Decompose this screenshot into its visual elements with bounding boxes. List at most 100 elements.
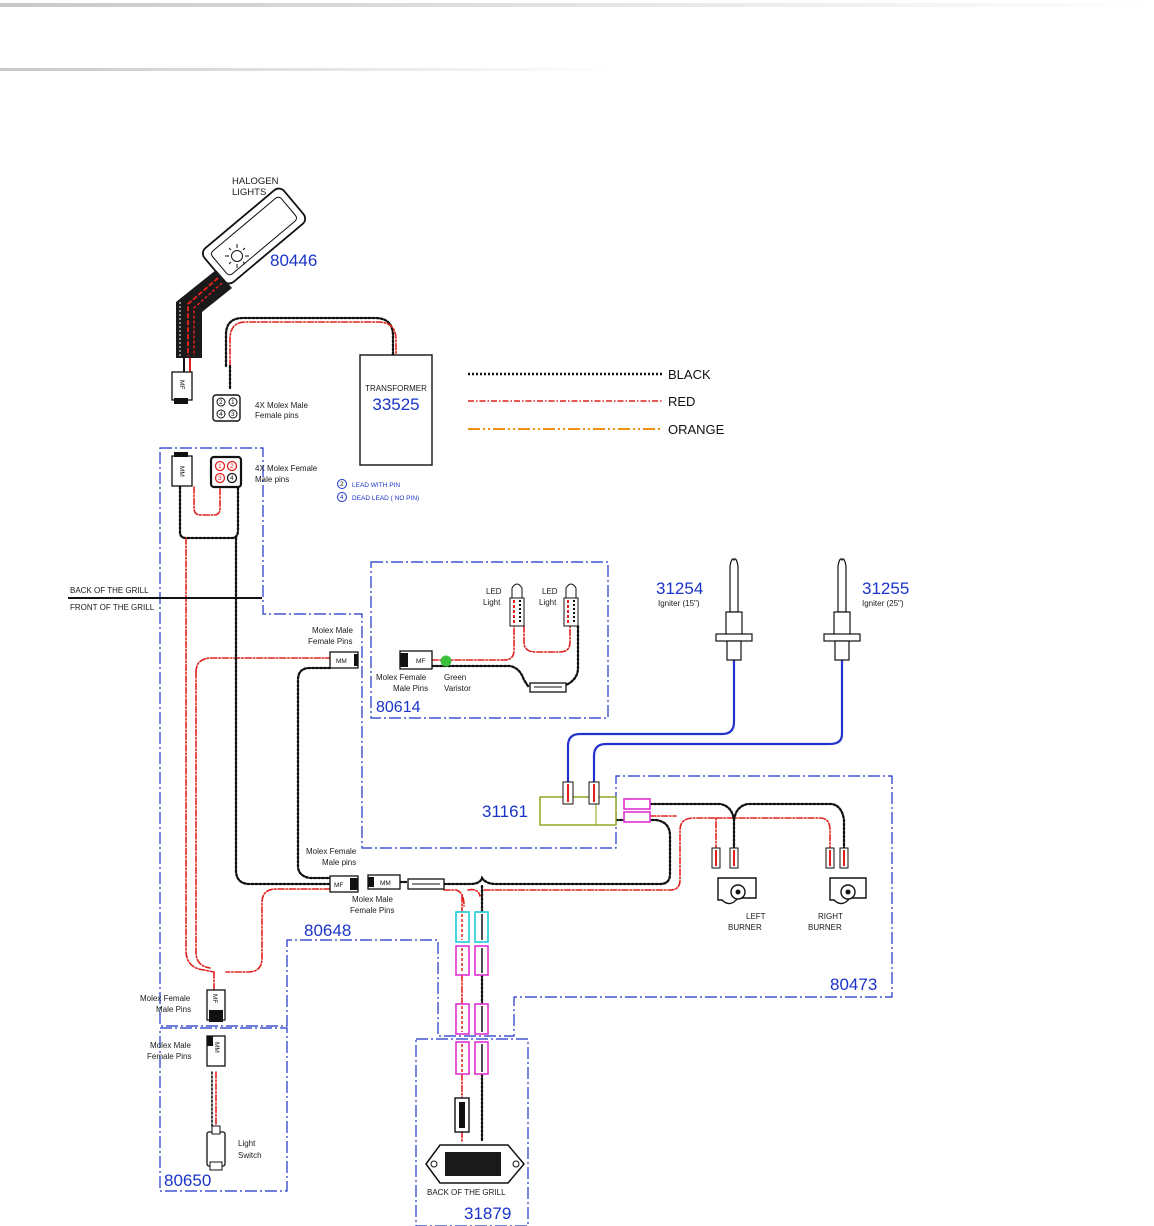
pin-note-2-text: LEAD WITH PIN — [352, 482, 400, 489]
right-burner-knob-center — [845, 889, 851, 895]
top-pin-4: 4 — [230, 475, 234, 482]
molex-pin — [228, 409, 238, 419]
top-molex-4x — [209, 455, 243, 489]
wire-trunk-red-1 — [185, 537, 215, 973]
wire-led-red — [431, 625, 571, 661]
module-part-number: 31161 — [482, 802, 528, 821]
switch-part-number: 80650 — [164, 1171, 211, 1190]
mm-connector-upper-label: MM — [336, 658, 347, 665]
legend-orange-label: ORANGE — [668, 422, 725, 437]
boundary-31879 — [415, 1038, 529, 1226]
burners: LEFT BURNER RIGHT BURNER — [711, 847, 867, 932]
led-module: LED Light LED Light MF Molex Female Male… — [376, 583, 579, 716]
molex-male-female-b-1: Molex Male — [352, 895, 393, 904]
led-part-number: 80614 — [376, 699, 421, 716]
mm-connector-lower-label: MM — [380, 880, 391, 887]
right-burner-label-1: RIGHT — [818, 912, 843, 921]
mf-connector-lower-label: MF — [334, 882, 343, 889]
halogen-lens — [211, 196, 297, 276]
molex-pin — [226, 472, 238, 484]
halogen-mf-label: MF — [178, 380, 185, 389]
halogen-lights: HALOGEN LIGHTS 80446 MF 2 1 4 — [171, 176, 317, 422]
module-section — [595, 796, 617, 826]
header-rule-bottom — [0, 68, 620, 71]
led-mf-tab — [400, 653, 408, 667]
switch-label-2: Switch — [238, 1151, 262, 1160]
left-burner-label-2: BURNER — [728, 923, 762, 932]
igniter-left-base — [726, 640, 742, 661]
switch-mf-label: MF — [211, 994, 218, 1003]
sun-icon — [225, 244, 249, 268]
back-module: BACK OF THE GRILL 31879 — [425, 1097, 525, 1223]
wire-burner-black — [648, 802, 846, 850]
varistor-label-2: Varistor — [444, 684, 471, 693]
left-burner-knob-center — [735, 889, 741, 895]
halogen-mf-tab — [174, 398, 188, 404]
legend-black-label: BLACK — [668, 367, 711, 382]
module-box — [539, 796, 617, 826]
back-module-hole-right — [512, 1160, 520, 1168]
switch-neck — [211, 1125, 221, 1135]
switch-molex-mf-1: Molex Male — [150, 1041, 191, 1050]
molex-female-male-2: Male pins — [322, 858, 356, 867]
back-module-body — [445, 1152, 501, 1176]
led1-label-2: Light — [483, 598, 501, 607]
back-module-fuse-inner — [459, 1102, 465, 1128]
wire-mm-loop-black — [296, 666, 332, 880]
led2-socket — [563, 597, 579, 627]
green-varistor — [440, 655, 452, 667]
mf-connector-lower-tab — [350, 878, 358, 890]
terminals — [455, 911, 489, 1075]
wire-igniter-right — [592, 658, 844, 784]
top-pin-1: 1 — [218, 463, 222, 470]
module-pink-terminal-2 — [623, 811, 651, 823]
varistor-label-1: Green — [444, 673, 466, 682]
switch-body — [206, 1131, 226, 1167]
harness-burner-part-number: 80473 — [830, 975, 877, 994]
molex-pin — [214, 460, 226, 472]
halogen-cable-red2 — [193, 282, 223, 356]
boundary-80648 — [159, 447, 893, 1037]
inline-connectors: MM Molex Male Female Pins MF MM Molex Fe… — [306, 626, 445, 915]
switch-button — [209, 1161, 223, 1171]
igniter-right-electrode — [837, 558, 847, 613]
boundary-80650 — [159, 1027, 288, 1192]
pin-notes: 2 LEAD WITH PIN 4 DEAD LEAD ( NO PIN) — [337, 479, 419, 502]
wire-burner-red-right — [715, 817, 831, 849]
boundary-80614 — [370, 561, 609, 719]
ignition-module: 31161 — [482, 781, 651, 826]
wire-top-loop-black — [178, 485, 240, 540]
pin-note-4-num: 4 — [340, 494, 344, 501]
molex-pin — [226, 460, 238, 472]
molex-male-female-1: Molex Male — [312, 626, 353, 635]
igniter-right-part: 31255 — [862, 579, 909, 598]
switch-molex-fm-1: Molex Female — [140, 994, 191, 1003]
wire-trunk-red-2 — [195, 671, 211, 969]
top-harness-connectors: MM 1 2 3 4 4X Molex Female Male pins — [171, 452, 318, 489]
molex-pin — [216, 409, 226, 419]
halogen-title-1: HALOGEN — [232, 176, 279, 187]
front-of-grill-label: FRONT OF THE GRILL — [70, 603, 155, 612]
legend-red-label: RED — [668, 394, 695, 409]
halogen-cable-sheath — [176, 270, 232, 358]
back-module-hole-left — [430, 1160, 438, 1168]
switch-label-1: Light — [238, 1139, 256, 1148]
top-molex-note-1: 4X Molex Female — [255, 464, 318, 473]
halogen-pin-4: 4 — [219, 411, 223, 418]
back-module-part-number: 31879 — [464, 1204, 511, 1223]
top-mm-tab — [174, 452, 188, 457]
halogen-molex-4x — [212, 394, 241, 422]
transformer-label: TRANSFORMER — [365, 384, 427, 393]
led1-bulb — [511, 583, 523, 599]
pin-note-4-circle — [337, 492, 347, 502]
igniters: 31254 Igniter (15") 31255 Igniter (25") — [656, 558, 909, 661]
igniter-left-nut — [715, 633, 753, 642]
mm-connector-upper-tab — [354, 654, 358, 666]
igniter-left-part: 31254 — [656, 579, 703, 598]
halogen-pin-3: 3 — [231, 411, 235, 418]
light-switch: MF Molex Female Male Pins MM Molex Male … — [140, 989, 262, 1190]
top-mm-label: MM — [178, 466, 185, 477]
wire-main-black — [398, 818, 672, 886]
led-molex-2: Male Pins — [393, 684, 428, 693]
grill-divide: BACK OF THE GRILL FRONT OF THE GRILL — [68, 586, 262, 612]
